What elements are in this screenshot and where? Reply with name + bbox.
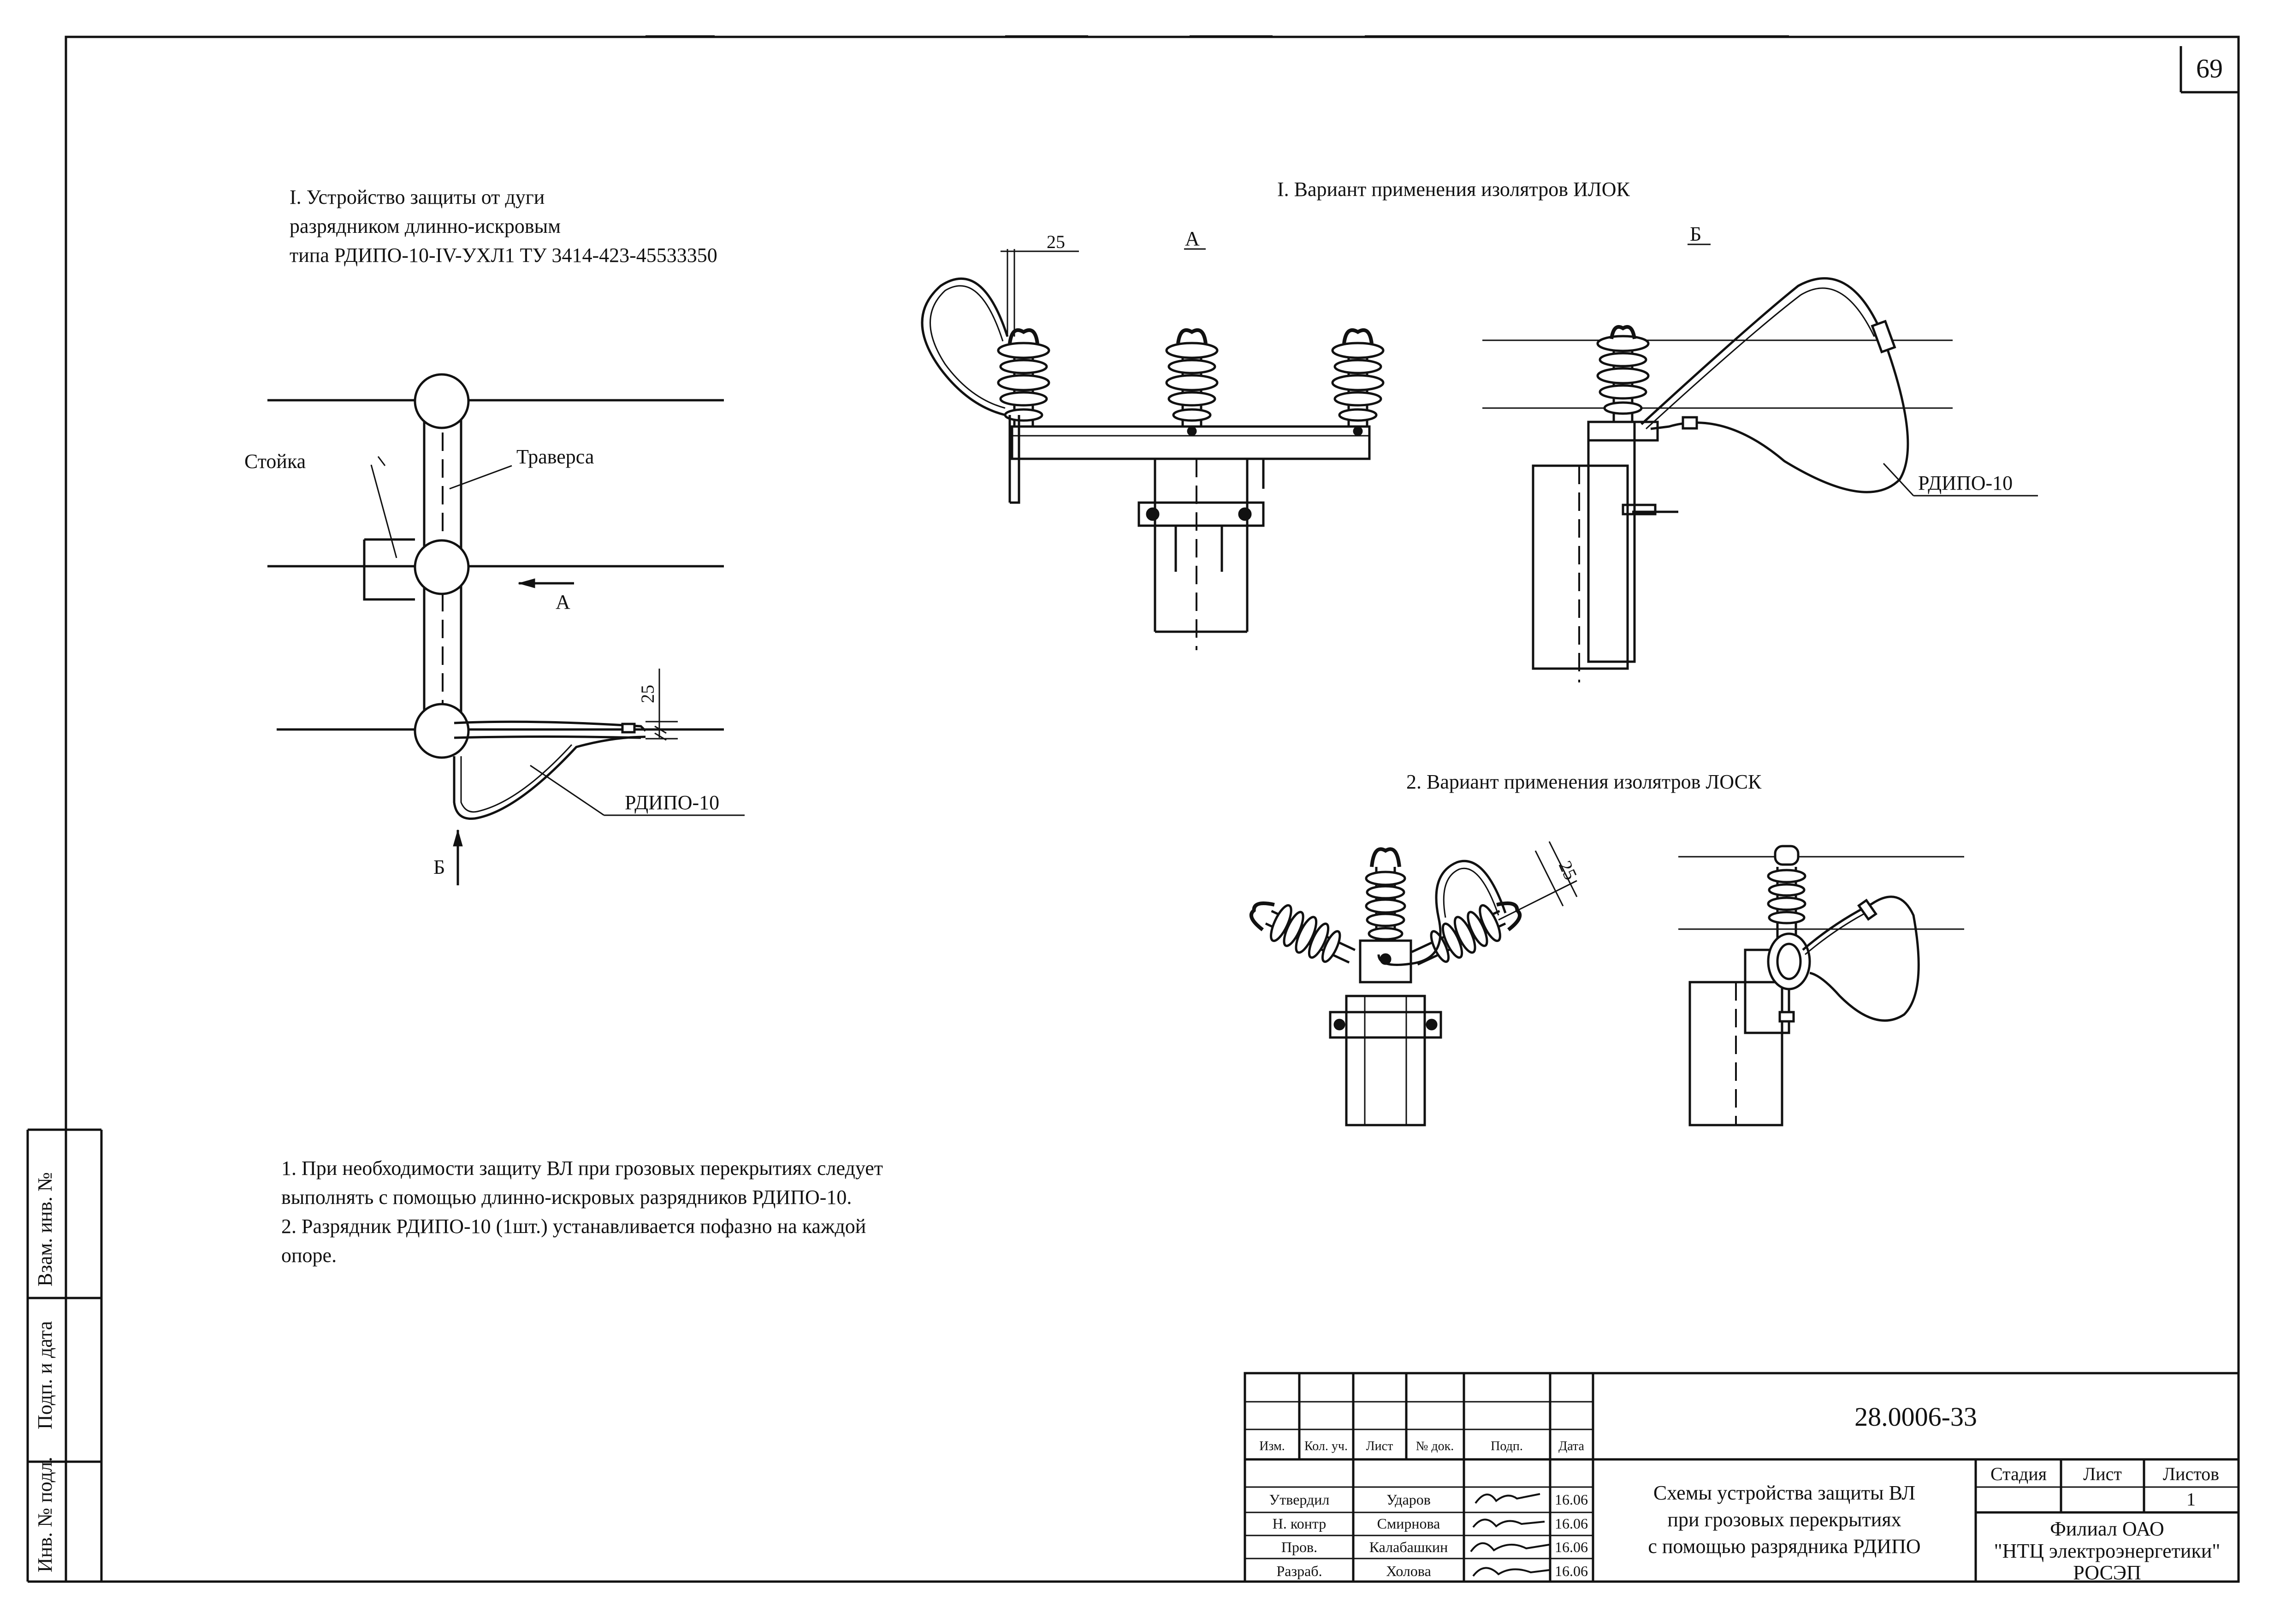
header-count: Кол. уч. bbox=[1304, 1439, 1348, 1453]
plan-dim-25: 25 bbox=[637, 685, 658, 703]
label-rdipo-view-b: РДИПО-10 bbox=[1918, 472, 2013, 494]
svg-text:с помощью разрядника РДИПО: с помощью разрядника РДИПО bbox=[1648, 1535, 1920, 1558]
svg-text:Филиал ОАО: Филиал ОАО bbox=[2050, 1517, 2164, 1540]
arc-protection-title: I. Устройство защиты от дуги разрядником… bbox=[290, 186, 717, 267]
view-a-drawing bbox=[921, 249, 1385, 650]
title-block-header: Изм. Кол. уч. Лист № док. Подп. Дата bbox=[1259, 1439, 1584, 1453]
header-date: Дата bbox=[1558, 1439, 1584, 1453]
svg-text:Смирнова: Смирнова bbox=[1377, 1515, 1440, 1532]
title-block-row-2: Н. контр Смирнова 16.06 bbox=[1273, 1515, 1588, 1532]
insulator-3 bbox=[1331, 328, 1385, 436]
organization: Филиал ОАО "НТЦ электроэнергетики" РОСЭП bbox=[1994, 1517, 2221, 1584]
label-view-a: А bbox=[556, 591, 570, 613]
notes: 1. При необходимости защиту ВЛ при грозо… bbox=[281, 1157, 883, 1267]
title-block bbox=[1244, 1372, 2240, 1583]
stage-block: Стадия Лист Листов 1 bbox=[1990, 1464, 2219, 1510]
side-stamp-original-inventory: Инв. № подл. bbox=[34, 1457, 56, 1572]
header-signature: Подп. bbox=[1491, 1439, 1523, 1453]
svg-text:16.06: 16.06 bbox=[1555, 1563, 1588, 1579]
sheets-value: 1 bbox=[2186, 1489, 2196, 1510]
side-stamp-replacement: Взам. инв. № bbox=[34, 1172, 56, 1286]
svg-text:Разраб.: Разраб. bbox=[1276, 1563, 1322, 1579]
title-block-row-1: Утвердил Ударов 16.06 bbox=[1269, 1491, 1588, 1508]
svg-text:Утвердил: Утвердил bbox=[1269, 1491, 1330, 1508]
signature-1 bbox=[1475, 1493, 1540, 1504]
svg-text:типа РДИПО-10-IV-УХЛ1 ТУ 3414-: типа РДИПО-10-IV-УХЛ1 ТУ 3414-423-455333… bbox=[290, 244, 717, 267]
losk-side-drawing bbox=[1678, 845, 1964, 1126]
variant-ilok-title: I. Вариант применения изолятров ИЛОК bbox=[1277, 178, 1630, 201]
sheets-header: Листов bbox=[2163, 1464, 2219, 1484]
title-block-row-4: Разраб. Холова 16.06 bbox=[1276, 1563, 1588, 1579]
sheet-number-box: 69 bbox=[2179, 46, 2239, 94]
svg-text:I. Устройство защиты от дуги: I. Устройство защиты от дуги bbox=[290, 186, 545, 208]
svg-text:разрядником длинно-искровым: разрядником длинно-искровым bbox=[290, 215, 561, 237]
svg-text:Н. контр: Н. контр bbox=[1273, 1515, 1327, 1532]
view-b-drawing bbox=[1482, 277, 2038, 682]
variant-losk-title: 2. Вариант применения изолятров ЛОСК bbox=[1406, 771, 1762, 793]
header-change: Изм. bbox=[1259, 1439, 1285, 1453]
plan-view bbox=[267, 373, 745, 885]
svg-text:Калабашкин: Калабашкин bbox=[1369, 1539, 1448, 1555]
note-line-1: 1. При необходимости защиту ВЛ при грозо… bbox=[281, 1157, 883, 1179]
sheet-frame bbox=[26, 36, 2240, 1583]
label-view-b: Б bbox=[433, 856, 445, 878]
signature-3 bbox=[1470, 1542, 1550, 1553]
label-rdipo-plan: РДИПО-10 bbox=[625, 791, 719, 814]
svg-text:16.06: 16.06 bbox=[1555, 1491, 1588, 1508]
signature-4 bbox=[1472, 1567, 1550, 1577]
svg-text:Пров.: Пров. bbox=[1281, 1539, 1317, 1555]
label-stoyka: Стойка bbox=[244, 450, 306, 473]
svg-text:Ударов: Ударов bbox=[1386, 1491, 1431, 1508]
view-a-dim-25: 25 bbox=[1047, 231, 1065, 252]
svg-text:Холова: Холова bbox=[1386, 1563, 1431, 1579]
view-a-label: А bbox=[1185, 227, 1200, 250]
side-stamp-signature-date: Подп. и дата bbox=[34, 1321, 56, 1429]
svg-text:РОСЭП: РОСЭП bbox=[2073, 1561, 2141, 1584]
signature-2 bbox=[1472, 1518, 1545, 1528]
header-doc-no: № док. bbox=[1416, 1439, 1454, 1453]
svg-text:"НТЦ электроэнергетики": "НТЦ электроэнергетики" bbox=[1994, 1540, 2221, 1562]
note-line-3: 2. Разрядник РДИПО-10 (1шт.) устанавлива… bbox=[281, 1215, 866, 1238]
sheet-number: 69 bbox=[2196, 53, 2223, 83]
svg-text:16.06: 16.06 bbox=[1555, 1515, 1588, 1532]
title-block-row-3: Пров. Калабашкин 16.06 bbox=[1281, 1539, 1588, 1555]
document-code: 28.0006-33 bbox=[1854, 1402, 1977, 1432]
header-sheet: Лист bbox=[1366, 1439, 1393, 1453]
sheet-header: Лист bbox=[2083, 1464, 2122, 1484]
note-line-2: выполнять с помощью длинно-искровых разр… bbox=[281, 1186, 852, 1209]
stage-header: Стадия bbox=[1990, 1464, 2047, 1484]
label-traversa: Траверса bbox=[516, 445, 594, 468]
insulator-2 bbox=[1165, 328, 1219, 436]
side-stamp: Взам. инв. № Подп. и дата Инв. № подл. bbox=[34, 1172, 56, 1572]
losk-front-drawing bbox=[1249, 841, 1578, 1126]
svg-text:Схемы устройства защиты ВЛ: Схемы устройства защиты ВЛ bbox=[1653, 1482, 1915, 1504]
note-line-4: опоре. bbox=[281, 1244, 337, 1267]
insulator-1 bbox=[997, 328, 1050, 427]
drawing-description: Схемы устройства защиты ВЛ при грозовых … bbox=[1648, 1482, 1920, 1558]
view-b-label: Б bbox=[1690, 223, 1701, 245]
svg-text:при грозовых перекрытиях: при грозовых перекрытиях bbox=[1667, 1508, 1901, 1531]
svg-text:16.06: 16.06 bbox=[1555, 1539, 1588, 1555]
